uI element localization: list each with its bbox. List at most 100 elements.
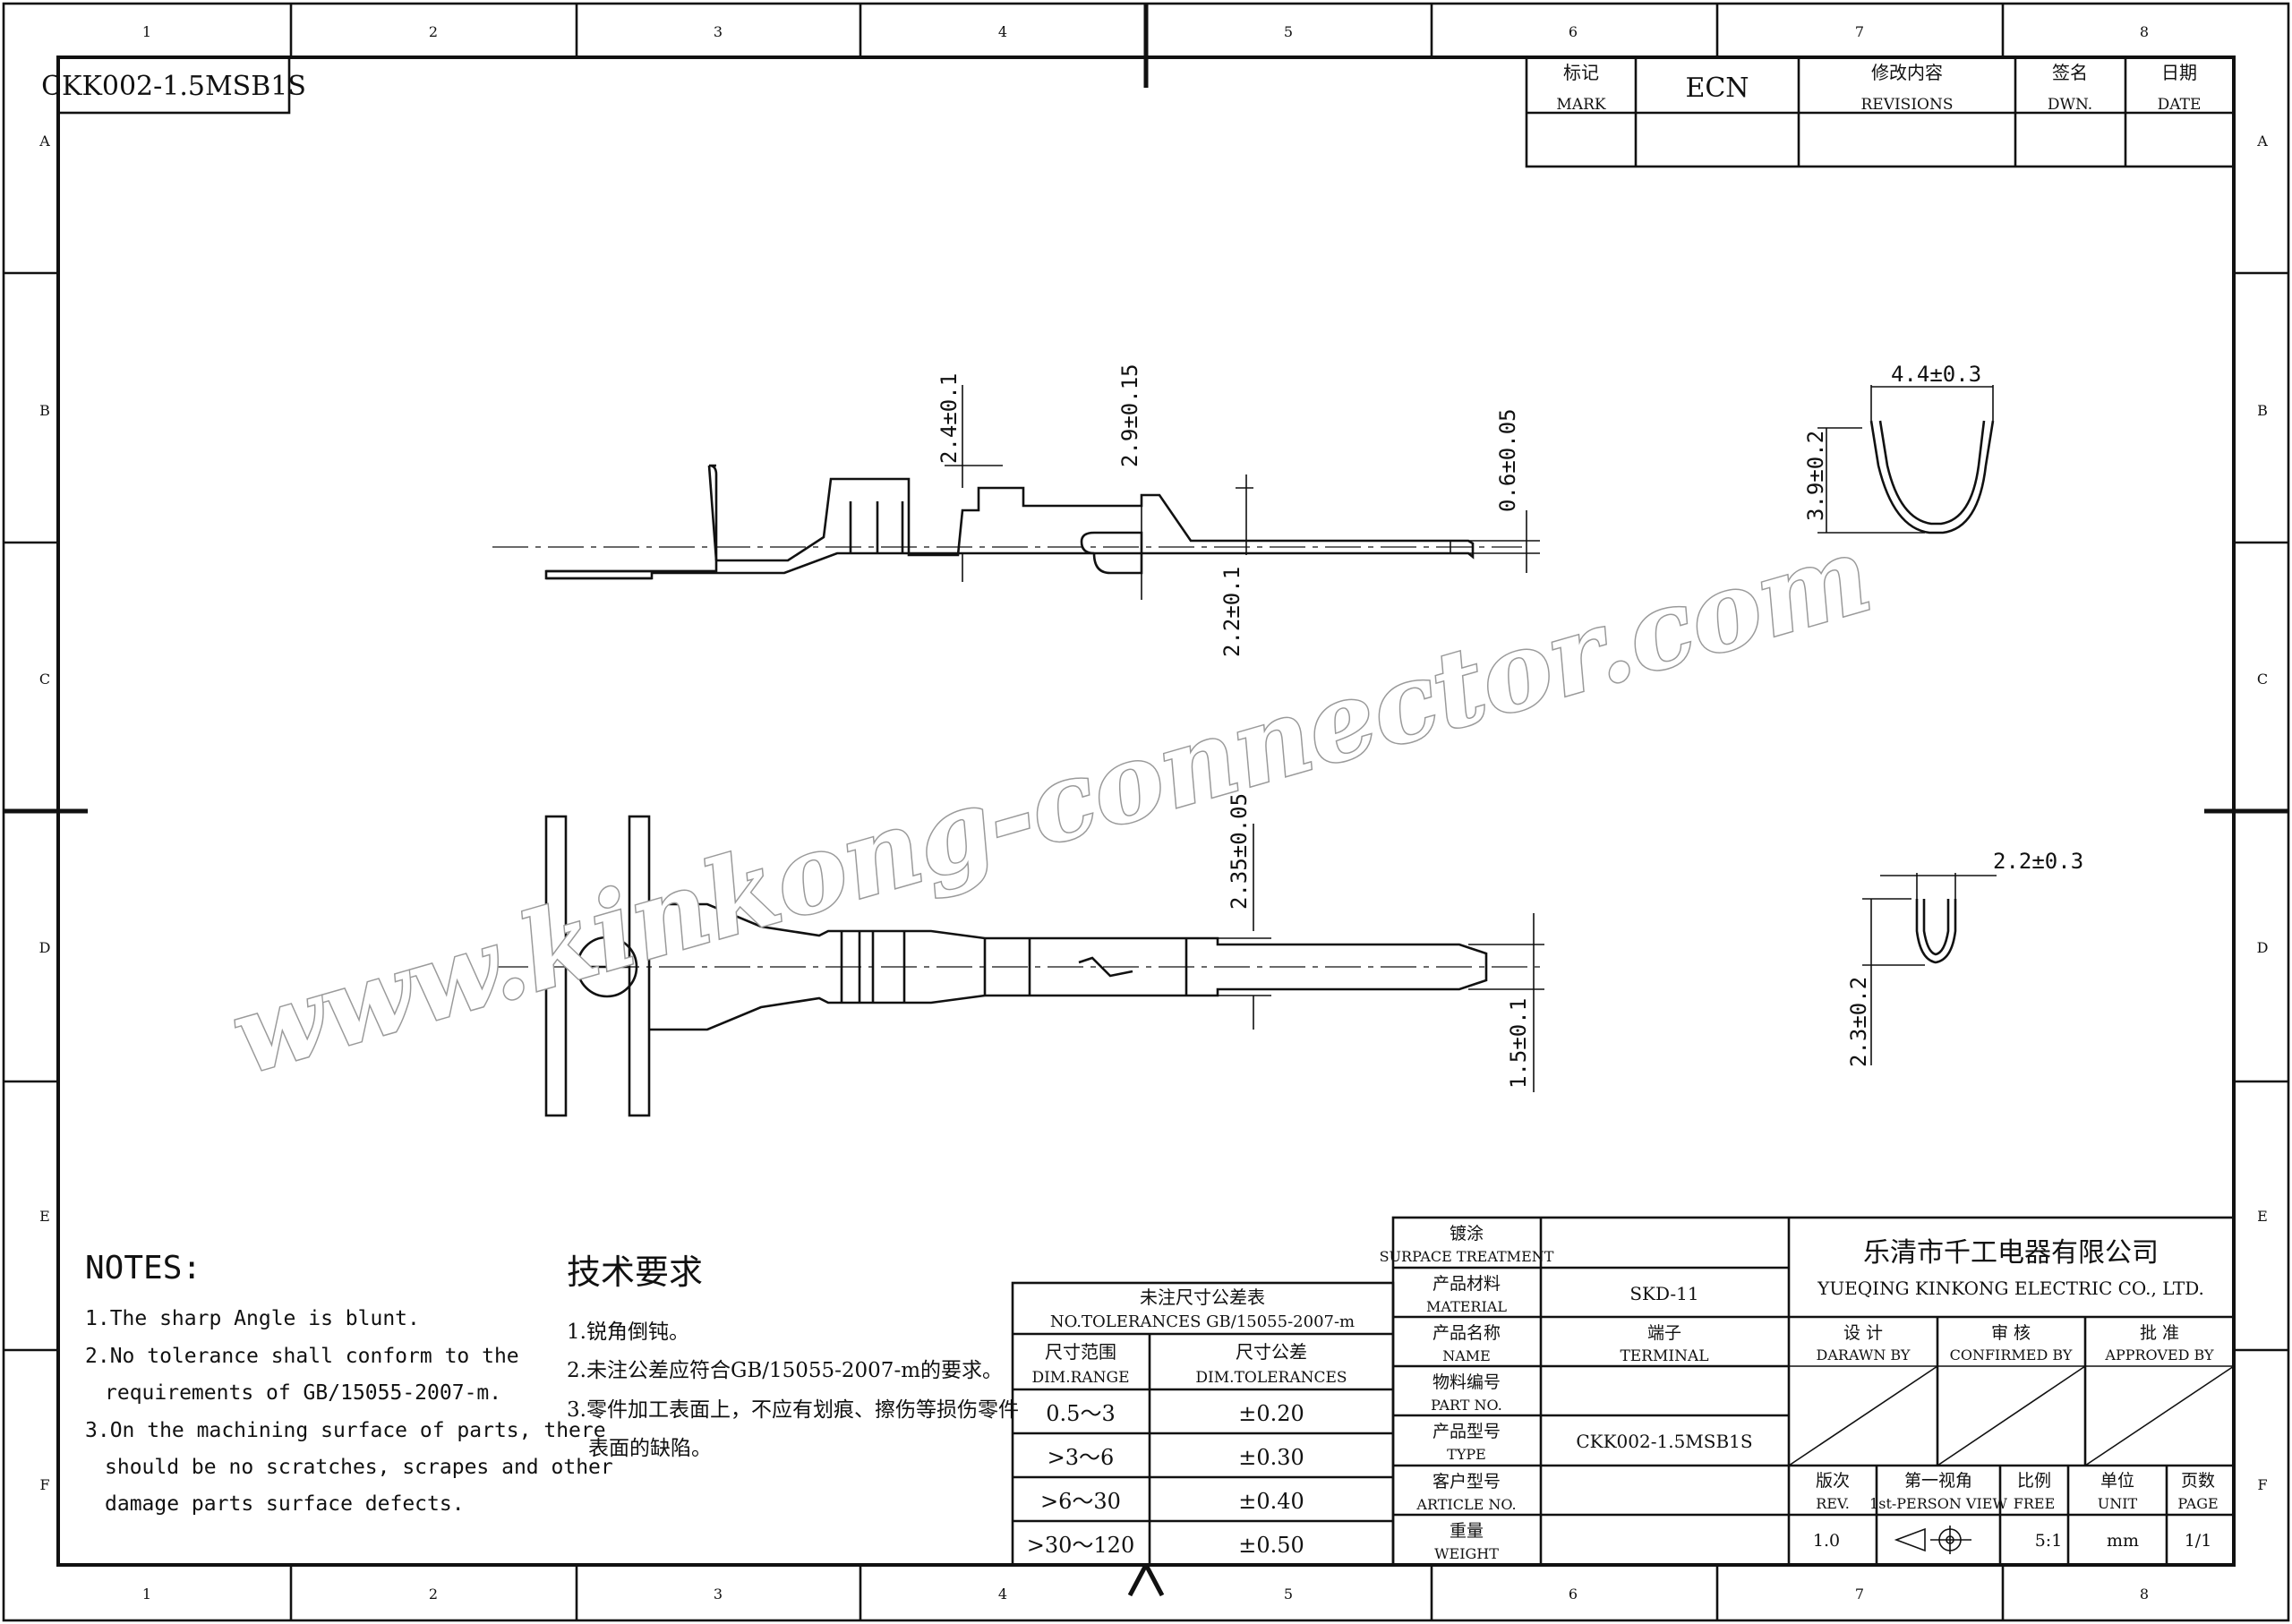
tol-range-en: DIM.RANGE [1031, 1369, 1129, 1387]
notes-line-6: damage parts surface defects. [105, 1492, 465, 1516]
tol-tol-en: DIM.TOLERANCES [1195, 1369, 1347, 1387]
tol-range-cn: 尺寸范围 [1045, 1341, 1116, 1363]
notes-cn-title: 技术要求 [567, 1252, 703, 1292]
notes-cn-line-2: 2.未注公差应符合GB/15055-2007-m的要求。 [567, 1359, 1003, 1382]
rev-dwn-cn: 签名 [2052, 62, 2088, 83]
notes-english: NOTES: 1.The sharp Angle is blunt. 2.No … [85, 1250, 613, 1516]
tb-name-value-en: TERMINAL [1620, 1347, 1708, 1365]
tb-page-cn: 页数 [2181, 1471, 2215, 1491]
row-label-right: C [2257, 671, 2268, 688]
section-view-2 [1862, 873, 1997, 1065]
first-angle-projection-symbol [1894, 1526, 1971, 1554]
row-label-left: A [38, 132, 50, 150]
col-label-bottom: 8 [2140, 1586, 2149, 1603]
top-view [492, 815, 1544, 1117]
col-label-bottom: 4 [998, 1586, 1007, 1603]
tol-range-cell: >6～30 [1040, 1489, 1121, 1514]
dim-side-b: 2.9±0.15 [1117, 363, 1142, 467]
tb-type-cn: 产品型号 [1432, 1422, 1501, 1441]
tb-rev-cn: 版次 [1816, 1471, 1850, 1491]
rev-mark-en: MARK [1556, 96, 1605, 114]
row-label-right: E [2257, 1208, 2268, 1225]
col-label-top: 5 [1284, 23, 1293, 40]
notes-line-3: requirements of GB/15055-2007-m. [105, 1381, 501, 1405]
tol-value-cell: ±0.50 [1238, 1533, 1304, 1558]
tb-view-cn: 第一视角 [1904, 1471, 1972, 1491]
dim-top-b: 1.5±0.1 [1506, 998, 1531, 1089]
tb-weight-en: WEIGHT [1434, 1545, 1499, 1562]
rev-date-cn: 日期 [2161, 62, 2197, 83]
tb-company-en: YUEQING KINKONG ELECTRIC CO., LTD. [1817, 1278, 2204, 1299]
tol-value-cell: ±0.30 [1238, 1445, 1304, 1470]
title-block: 镀涂 SURPACE TREATMENT 产品材料 MATERIAL SKD-1… [1380, 1216, 2236, 1567]
part-number-box [56, 56, 291, 115]
tb-partno-cn: 物料编号 [1432, 1372, 1501, 1392]
dim-sec1-h: 3.9±0.2 [1803, 431, 1828, 521]
row-label-right: B [2257, 402, 2268, 419]
tb-article-cn: 客户型号 [1432, 1472, 1501, 1492]
row-label-right: A [2256, 132, 2268, 150]
notes-cn-line-4: 表面的缺陷。 [588, 1437, 712, 1460]
tb-unit-value: mm [2107, 1531, 2139, 1551]
tb-unit-cn: 单位 [2100, 1471, 2134, 1491]
center-marks [4, 4, 2288, 1597]
dim-sec2-w: 2.2±0.3 [1993, 849, 2083, 874]
tb-rev-value: 1.0 [1813, 1531, 1840, 1551]
col-label-top: 6 [1569, 23, 1578, 40]
section-view-1 [1817, 385, 1995, 534]
row-label-left: F [39, 1476, 49, 1493]
rev-revisions-en: REVISIONS [1860, 96, 1953, 114]
dim-side-a: 2.4±0.1 [936, 373, 962, 464]
tol-title-cn: 未注尺寸公差表 [1140, 1286, 1265, 1308]
tol-value-cell: ±0.40 [1238, 1489, 1304, 1514]
tb-type-value: CKK002-1.5MSB1S [1576, 1431, 1752, 1452]
dim-sec2-h: 2.3±0.2 [1846, 977, 1871, 1067]
tol-range-cell: >3～6 [1048, 1445, 1115, 1470]
col-label-bottom: 6 [1569, 1586, 1578, 1603]
col-label-bottom: 1 [142, 1586, 151, 1603]
dim-side-d: 2.2±0.1 [1219, 567, 1244, 657]
row-label-left: E [39, 1208, 50, 1225]
grid-labels: 1 2 3 4 5 6 7 8 1 2 3 4 5 6 7 8 A B C D … [38, 23, 2268, 1603]
tb-approved-cn: 批 准 [2140, 1323, 2179, 1343]
col-label-bottom: 2 [429, 1586, 438, 1603]
tb-type-en: TYPE [1447, 1446, 1486, 1463]
col-label-top: 8 [2140, 23, 2149, 40]
watermark-text: www.kinkong-connector.com [218, 511, 1883, 1098]
rev-ecn: ECN [1685, 73, 1749, 104]
tb-confirmed-en: CONFIRMED BY [1950, 1346, 2073, 1363]
side-view [492, 385, 1540, 600]
tb-material-value: SKD-11 [1629, 1283, 1698, 1304]
notes-line-1: 1.The sharp Angle is blunt. [85, 1307, 420, 1330]
col-label-top: 7 [1855, 23, 1864, 40]
col-label-top: 1 [142, 23, 151, 40]
tb-drawn-cn: 设 计 [1843, 1323, 1883, 1343]
tb-scale-value: 5:1 [2035, 1531, 2063, 1551]
tol-range-cell: 0.5～3 [1046, 1401, 1115, 1426]
dim-top-a: 2.35±0.05 [1227, 793, 1252, 910]
rev-revisions-cn: 修改内容 [1871, 62, 1943, 83]
tb-article-en: ARTICLE NO. [1415, 1496, 1516, 1513]
tb-name-cn: 产品名称 [1432, 1323, 1501, 1343]
tb-scale-en: FREE [2014, 1495, 2056, 1512]
notes-chinese: 技术要求 1.锐角倒钝。 2.未注公差应符合GB/15055-2007-m的要求… [567, 1252, 1019, 1460]
tb-material-cn: 产品材料 [1432, 1274, 1501, 1294]
tb-page-value: 1/1 [2185, 1531, 2212, 1551]
tb-company-cn: 乐清市千工电器有限公司 [1863, 1237, 2159, 1269]
tb-name-en: NAME [1442, 1347, 1491, 1364]
tol-title-en: NO.TOLERANCES GB/15055-2007-m [1050, 1312, 1355, 1331]
tol-value-cell: ±0.20 [1238, 1401, 1304, 1426]
col-label-bottom: 5 [1284, 1586, 1293, 1603]
tol-range-cell: >30～120 [1027, 1533, 1134, 1558]
row-label-right: D [2257, 939, 2269, 956]
tb-unit-en: UNIT [2098, 1495, 2138, 1512]
rev-mark-cn: 标记 [1563, 62, 1599, 83]
revision-table: 标记 MARK ECN 修改内容 REVISIONS 签名 DWN. 日期 DA… [1525, 56, 2236, 168]
notes-title: NOTES: [85, 1250, 201, 1286]
row-label-right: F [2257, 1476, 2267, 1493]
dim-sec1-w: 4.4±0.3 [1891, 362, 1981, 387]
rev-date-en: DATE [2158, 96, 2202, 114]
grid-ticks [4, 4, 2288, 1620]
tb-rev-en: REV. [1816, 1495, 1850, 1512]
notes-line-4: 3.On the machining surface of parts, the… [85, 1419, 606, 1442]
